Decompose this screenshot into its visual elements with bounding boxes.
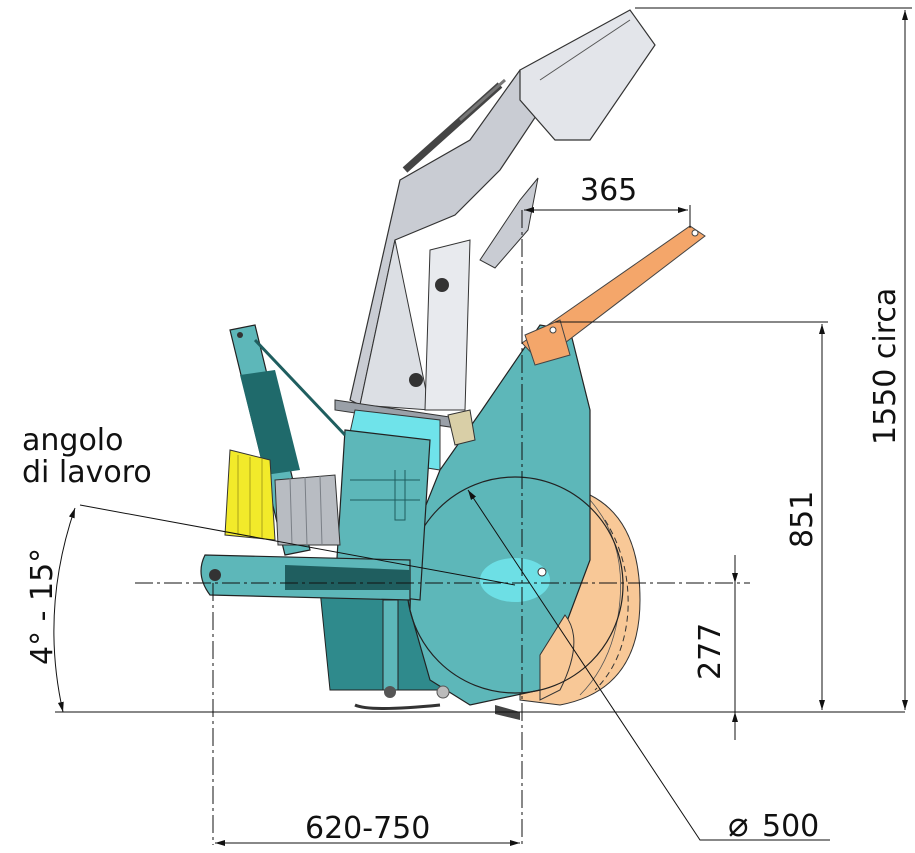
- dim-offset-365: 365: [580, 173, 637, 208]
- dim-diameter-symbol: ⌀: [728, 805, 748, 845]
- angle-label-line1: angolo: [22, 423, 123, 458]
- skid: [382, 599, 399, 691]
- angle-range-label: 4° - 15°: [25, 548, 60, 665]
- dimension-lines: [53, 7, 912, 846]
- dim-height-851: 851: [785, 491, 820, 548]
- chute-hood: [519, 9, 656, 141]
- dim-length: 620-750: [305, 811, 430, 846]
- dim-total-height: 1550 circa: [868, 288, 903, 445]
- snow-blower-machine: [200, 9, 706, 720]
- gearbox: [224, 449, 341, 546]
- angle-label-line2: di lavoro: [22, 455, 152, 490]
- dim-height-277: 277: [693, 623, 728, 680]
- top-link-orange: [521, 225, 706, 366]
- rotor-hub-highlight: [480, 558, 550, 602]
- dim-diameter: 500: [762, 809, 819, 844]
